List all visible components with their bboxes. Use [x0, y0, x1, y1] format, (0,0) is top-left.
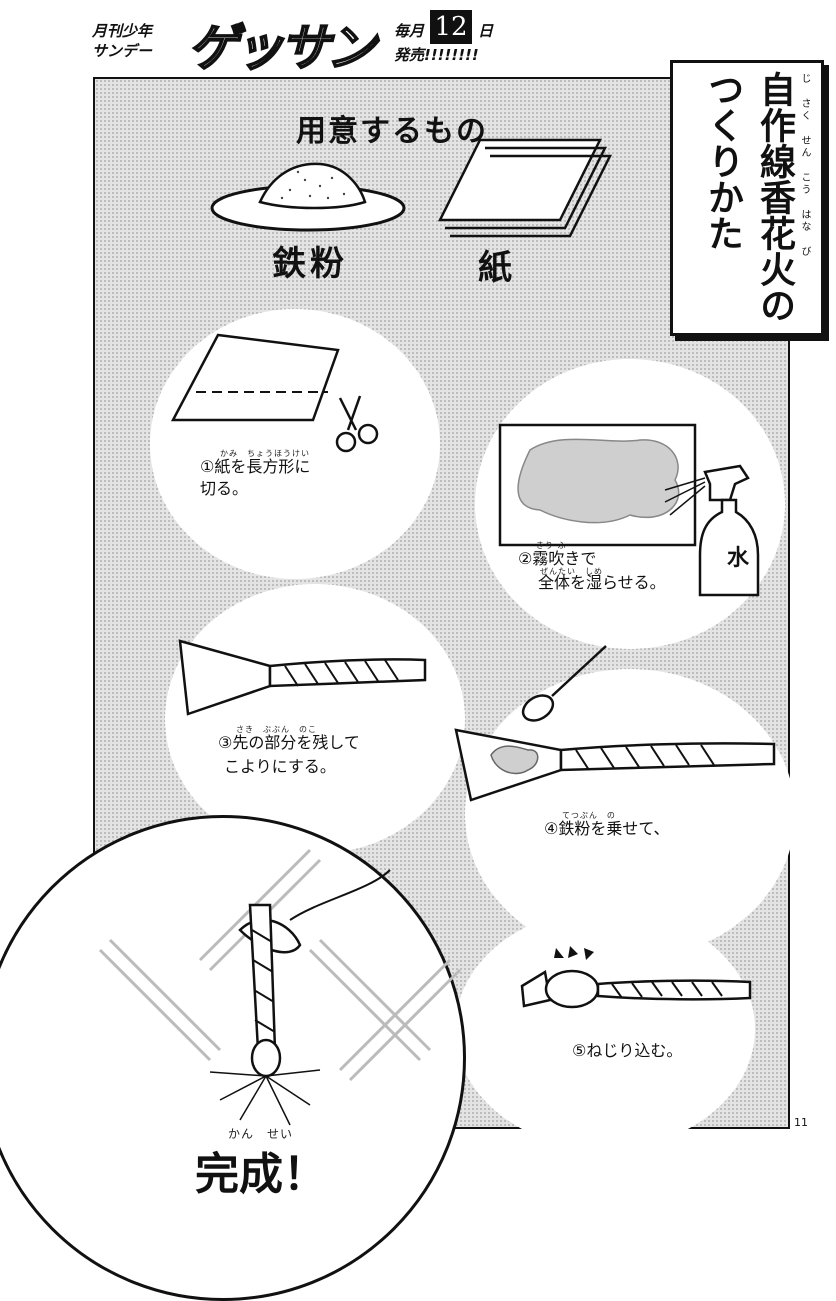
- magazine-logo: ゲッサン: [187, 18, 377, 78]
- page-number: 11: [794, 1116, 808, 1129]
- finale-ruby: かん せい: [228, 1127, 294, 1141]
- step3-ruby: さき ぶぶん のこ: [236, 725, 317, 734]
- twist-arrow-icons: [554, 946, 594, 960]
- step2-illustration: [498, 423, 760, 597]
- finale-text: 完成！: [195, 1149, 327, 1200]
- title-line2: つくりかた: [702, 71, 743, 251]
- step1-ruby: かみ ちょうほうけい: [220, 449, 310, 458]
- magazine-name-line2: サンデー: [92, 42, 153, 60]
- release-suffix: 日: [478, 22, 494, 40]
- water-label: 水: [727, 546, 750, 571]
- step5-line1: ⑤ねじり込む。: [572, 1041, 683, 1060]
- step4-line1: ④鉄粉を乗せて、: [544, 819, 670, 838]
- step3-kori-illustration: [178, 639, 427, 716]
- materials-heading: 用意するもの: [296, 114, 488, 149]
- release-prefix: 毎月: [394, 22, 425, 40]
- step3-circle: [165, 584, 465, 854]
- step2-line1: ②霧吹きで: [518, 549, 597, 568]
- iron-powder-illustration: [210, 162, 406, 232]
- spark-icon: [209, 1069, 321, 1126]
- title-ruby: じ さく せん こう はな び: [799, 73, 810, 258]
- sparkler-illustration: [98, 848, 462, 1126]
- magazine-header: 月刊少年 サンデー ゲッサン 毎月 12 日 発売!!!!!!!!: [88, 8, 518, 80]
- release-line2: 発売!!!!!!!!: [394, 46, 479, 64]
- step4-ruby: てつぷん の: [562, 811, 616, 820]
- step1-line2: 切る。: [200, 479, 249, 498]
- magazine-name-line1: 月刊少年: [92, 22, 153, 40]
- title-line1: 自作線香花火の: [754, 71, 795, 323]
- step2-ruby: きり ふ: [536, 541, 567, 550]
- spoon-icon: [521, 645, 607, 722]
- step4-illustration: [454, 645, 776, 802]
- title-box: 自作線香花火の つくりかた じ さく せん こう はな び: [670, 60, 824, 336]
- step3-line1: ③先の部分を残して: [218, 733, 360, 752]
- step5-illustration: [520, 946, 752, 1009]
- paper-stack-illustration: [437, 138, 613, 238]
- step5-circle: [455, 909, 755, 1149]
- paper-label: 紙: [478, 248, 512, 288]
- scissors-icon: [335, 395, 379, 453]
- step2-line2: 全体を湿らせる。: [538, 573, 666, 592]
- release-day-badge: 12: [430, 10, 472, 44]
- step2-ruby2: ぜんたい しめ: [540, 567, 603, 576]
- step3-line2: こよりにする。: [224, 757, 336, 776]
- iron-powder-label: 鉄粉: [272, 244, 348, 284]
- step1-paper-illustration: [170, 333, 379, 453]
- step1-line1: ①紙を長方形に: [200, 457, 311, 476]
- spray-bottle-icon: [698, 464, 760, 597]
